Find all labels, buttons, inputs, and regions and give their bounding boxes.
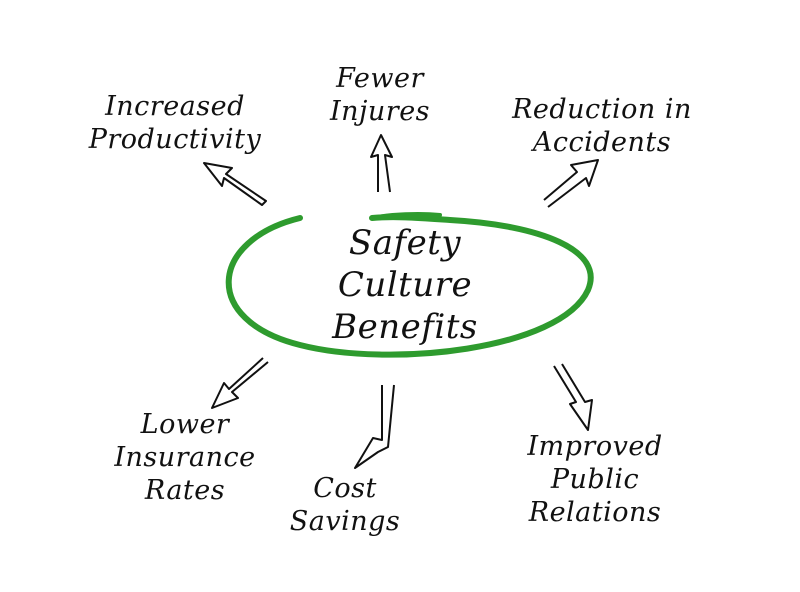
benefit-label-line: Increased <box>105 91 245 122</box>
arrow-fewer-injures <box>370 134 393 193</box>
arrow-cost-savings <box>354 384 395 469</box>
benefit-label-line: Accidents <box>532 127 672 158</box>
benefit-label-line: Savings <box>289 506 401 537</box>
benefit-label-line: Productivity <box>88 124 262 155</box>
center-title-line: Safety <box>348 223 462 263</box>
center-ellipse <box>225 212 594 358</box>
benefit-lower-insurance-rates: Lower Insurance Rates <box>90 408 280 507</box>
arrow-improved-public-relations <box>553 363 593 431</box>
benefit-increased-productivity: Increased Productivity <box>70 90 280 156</box>
center-title-line: Benefits <box>332 307 478 347</box>
benefit-label-line: Injures <box>329 96 431 127</box>
arrow-increased-productivity <box>203 162 267 206</box>
benefit-label-line: Insurance <box>114 442 256 473</box>
benefit-label-line: Lower <box>140 409 230 440</box>
center-title: Safety Culture Benefits <box>300 222 510 348</box>
benefit-label-line: Fewer <box>336 63 424 94</box>
benefit-cost-savings: Cost Savings <box>270 472 420 538</box>
benefit-label-line: Relations <box>528 497 662 528</box>
arrow-lower-insurance-rates <box>211 357 269 409</box>
benefit-label-line: Improved <box>527 431 663 462</box>
benefit-label-line: Public <box>550 464 640 495</box>
benefit-label-line: Reduction in <box>512 94 692 125</box>
benefit-label-line: Cost <box>313 473 377 504</box>
benefit-label-line: Rates <box>144 475 226 506</box>
benefit-fewer-injures: Fewer Injures <box>310 62 450 128</box>
center-title-line: Culture <box>337 265 473 305</box>
arrow-reduction-in-accidents <box>543 159 599 208</box>
benefit-reduction-in-accidents: Reduction in Accidents <box>482 93 722 159</box>
benefit-improved-public-relations: Improved Public Relations <box>500 430 690 529</box>
